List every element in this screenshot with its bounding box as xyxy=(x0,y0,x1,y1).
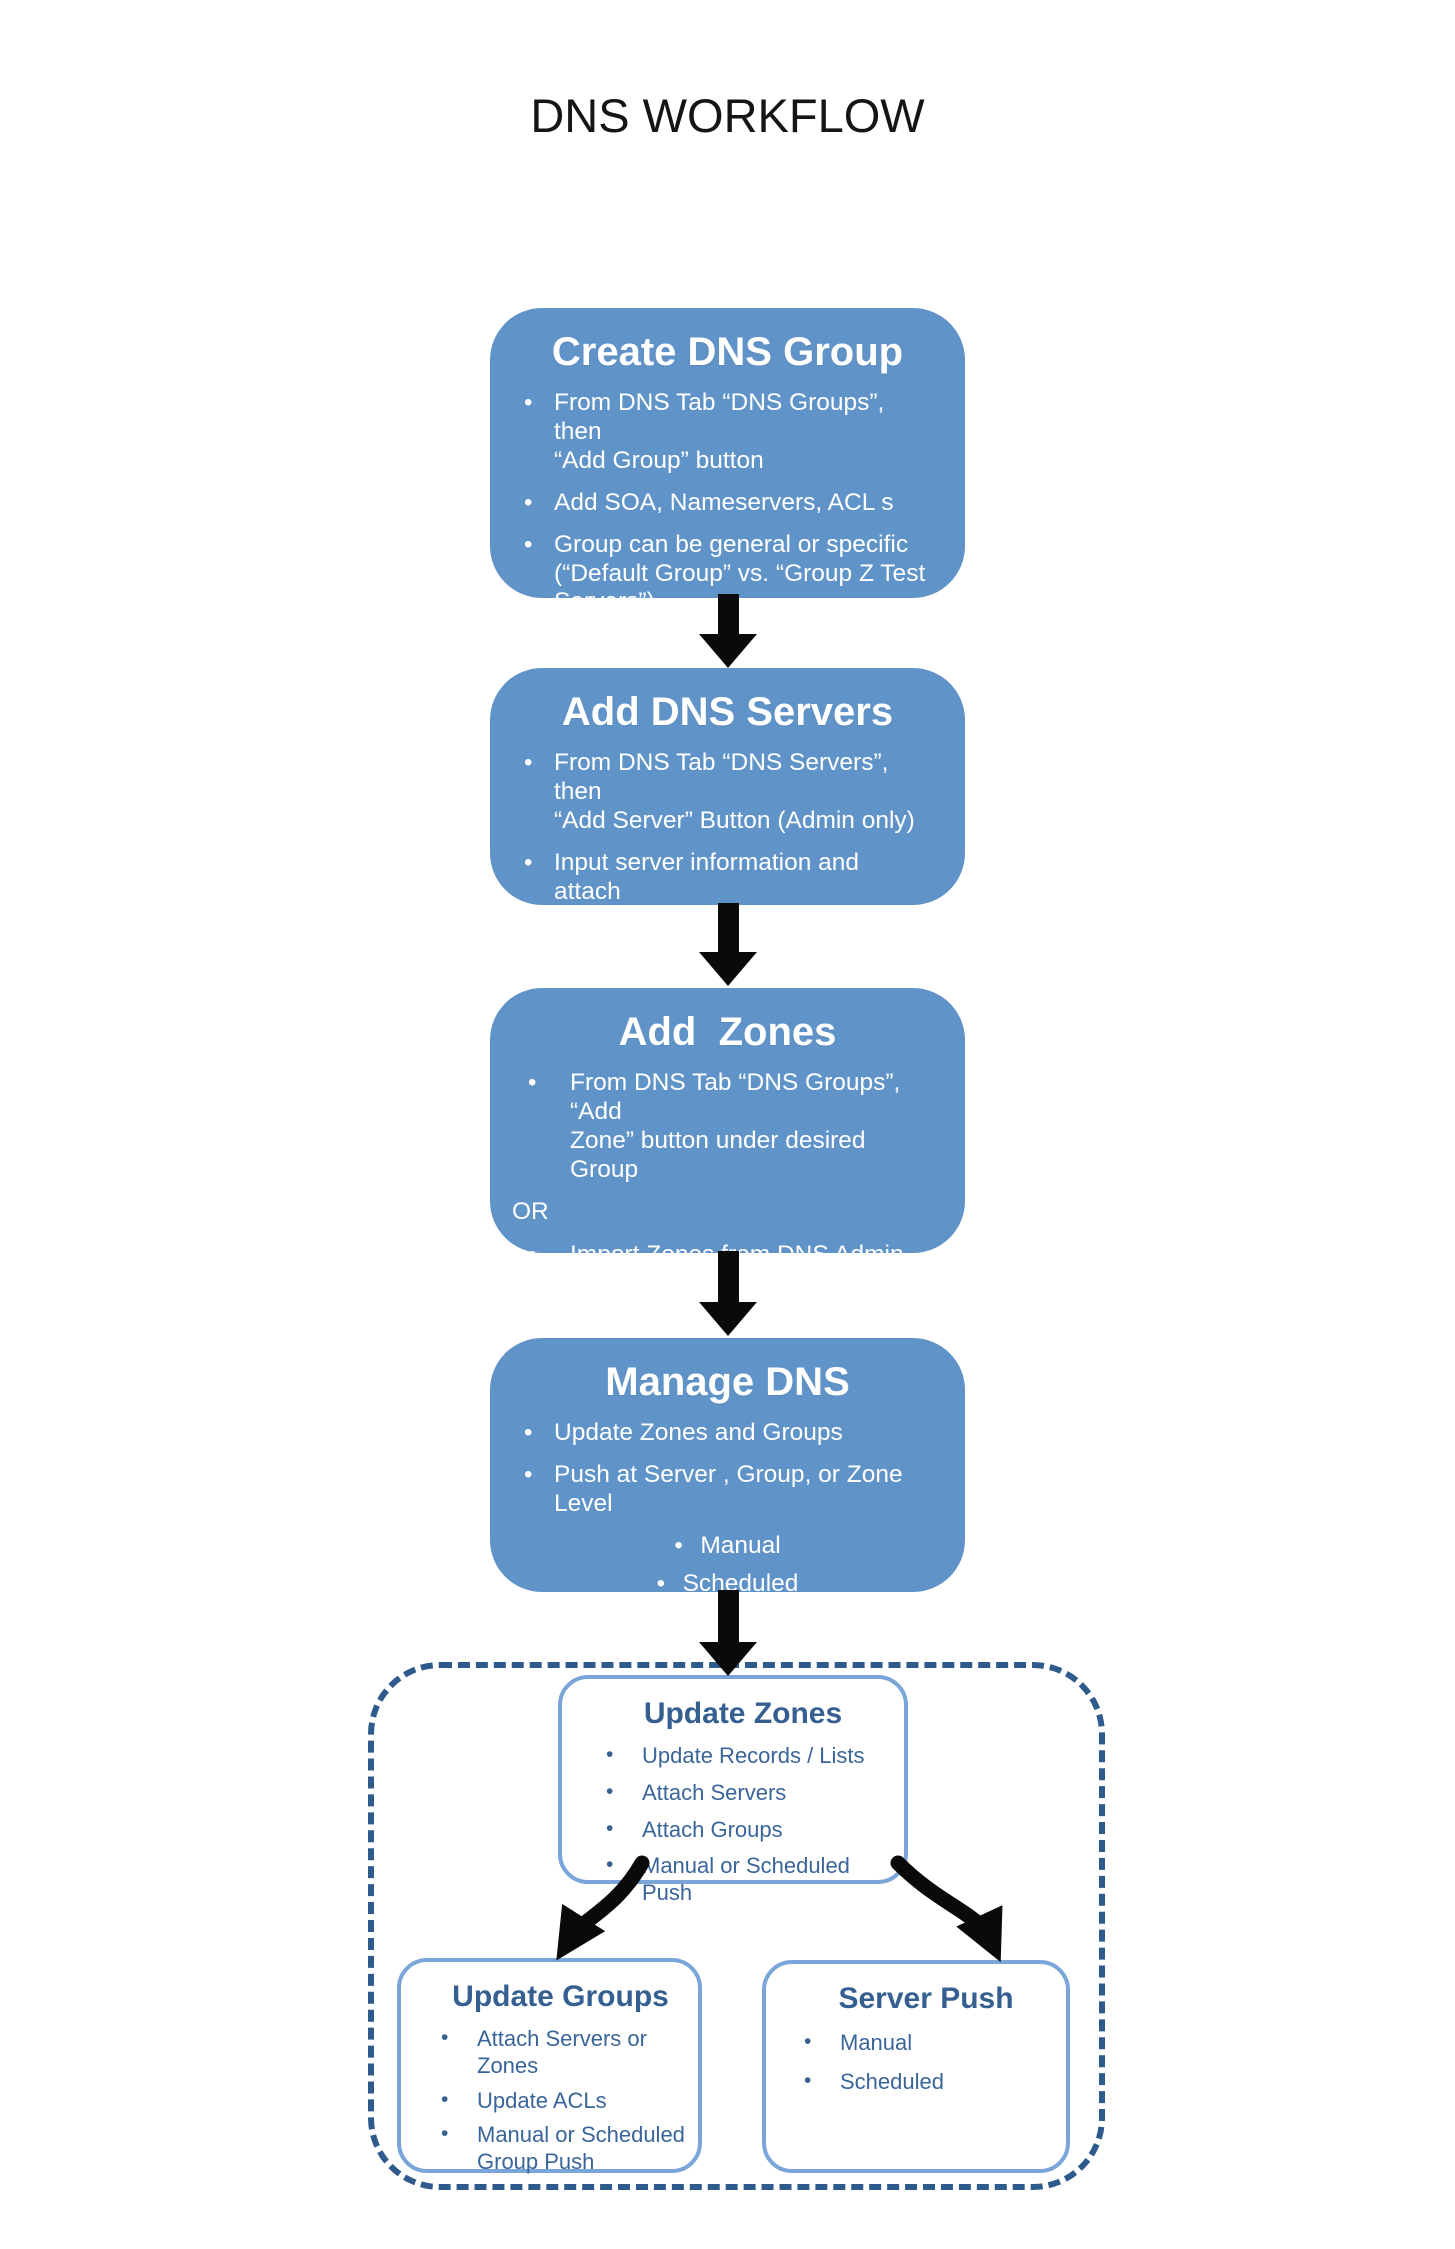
bullet-marker: • xyxy=(804,2068,812,2092)
bullet-marker: • xyxy=(606,1743,614,1766)
box-title: Add DNS Servers xyxy=(561,690,894,734)
bullet-marker: • xyxy=(524,1460,533,1488)
bullet-marker: • xyxy=(524,749,533,776)
bullet-item: • Attach Servers or Zones xyxy=(435,2026,686,2080)
bullet-marker: • xyxy=(606,1779,614,1803)
bullet-marker: • xyxy=(441,2122,449,2146)
bullet-text: Add SOA, Nameservers, ACL s xyxy=(554,488,894,516)
sub-box-title: Server Push xyxy=(838,1982,1014,2015)
sub-bullet-list: • Manual • Scheduled xyxy=(524,1532,931,1608)
bullet-marker: • xyxy=(656,1569,665,1597)
bullet-marker: • xyxy=(441,2087,449,2111)
bullet-marker: • xyxy=(606,1816,614,1840)
bullet-text: Manual or Scheduled Group Push xyxy=(477,2122,685,2175)
arrow-shaft xyxy=(717,903,739,952)
bullet-item: • Scheduled xyxy=(657,1570,799,1599)
bullet-marker: • xyxy=(804,2030,812,2053)
bullet-item: • Update Records / Lists xyxy=(600,1743,886,1770)
arrow-shaft xyxy=(717,594,739,634)
flow-box-create-dns-group: Create DNS Group • From DNS Tab “DNS Gro… xyxy=(490,308,965,615)
bullet-item: • Update ACLs xyxy=(435,2088,686,2115)
sub-box-title: Update Zones xyxy=(643,1697,843,1730)
bullet-item: • Manual or Scheduled Group Push xyxy=(435,2122,686,2176)
down-arrow-icon xyxy=(699,903,757,986)
box-title: Manage DNS xyxy=(605,1360,850,1404)
bullet-item: • Import Zones from DNS Admin -> Data Im… xyxy=(524,1241,931,1328)
sub-box-title: Update Groups xyxy=(452,1980,669,2013)
branch-arrows xyxy=(556,1855,1003,1963)
arrow-shaft xyxy=(717,1590,739,1642)
bullet-text: Group can be general or specific (“Defau… xyxy=(554,530,926,616)
down-arrow-icon xyxy=(699,594,757,668)
down-arrow-icon xyxy=(699,1251,757,1336)
bullet-item: • From DNS Tab “DNS Groups”, “Add Zone” … xyxy=(524,1069,931,1185)
bullet-text: Scheduled xyxy=(840,2068,944,2094)
bullet-item: • Attach Servers xyxy=(600,1780,886,1807)
box-title: Create DNS Group xyxy=(551,330,904,374)
arrow-head xyxy=(699,1642,757,1676)
box-title: Add Zones xyxy=(618,1010,837,1054)
bullet-text: Scheduled xyxy=(682,1569,799,1597)
bullet-item: • Attach Groups xyxy=(600,1817,886,1844)
bullet-item: • Update Zones and Groups xyxy=(524,1419,931,1448)
bullet-marker: • xyxy=(524,530,533,558)
bullet-item: • Group can be general or specific (“Def… xyxy=(524,531,931,618)
arrow-head xyxy=(699,1302,757,1336)
arrow-head xyxy=(699,634,757,668)
bullet-text: From DNS Tab “DNS Groups”, “Add Zone” bu… xyxy=(570,1069,901,1183)
sub-box-update-zones: Update Zones • Update Records / Lists • … xyxy=(558,1675,908,1905)
or-label: OR xyxy=(512,1197,549,1225)
bullet-marker: • xyxy=(528,1240,537,1268)
sub-box-server-push: Server Push • Manual • Scheduled xyxy=(762,1960,1070,2173)
bullet-text: Update ACLs xyxy=(477,2087,607,2113)
sub-box-update-groups: Update Groups • Attach Servers or Zones … xyxy=(397,1958,702,2176)
bullet-marker: • xyxy=(528,1069,537,1096)
bullet-text: Manual xyxy=(700,1531,781,1559)
curved-arrow-left xyxy=(556,1855,650,1961)
flow-box-add-dns-servers: Add DNS Servers • From DNS Tab “DNS Serv… xyxy=(490,668,965,934)
bullet-marker: • xyxy=(524,389,533,416)
arrow-head xyxy=(699,952,757,986)
bullet-marker: • xyxy=(524,488,533,516)
bullet-marker: • xyxy=(524,848,533,876)
bullet-marker: • xyxy=(674,1531,683,1559)
bullet-marker: • xyxy=(441,2026,449,2049)
bullet-marker: • xyxy=(524,1419,533,1446)
bullet-text: Attach Groups xyxy=(642,1816,783,1842)
bullet-text: From DNS Tab “DNS Groups”, then “Add Gro… xyxy=(554,389,885,474)
bullet-text: Manual xyxy=(840,2030,913,2055)
flow-box-manage-dns: Manage DNS • Update Zones and Groups • P… xyxy=(490,1338,965,1597)
flow-box-add-zones: Add Zones • From DNS Tab “DNS Groups”, “… xyxy=(490,988,965,1325)
bullet-item: • Add SOA, Nameservers, ACL s xyxy=(524,489,931,518)
arrow-shaft xyxy=(717,1251,739,1302)
bullet-text: Push at Server , Group, or Zone Level xyxy=(554,1460,903,1517)
bullet-text: Update Zones and Groups xyxy=(554,1419,843,1446)
bullet-item: • Manual or Scheduled Push xyxy=(600,1853,886,1907)
bullet-text: From DNS Tab “DNS Servers”, then “Add Se… xyxy=(554,749,915,834)
bullet-item: • Input server information and attach to… xyxy=(524,849,931,936)
bullet-text: Attach Servers xyxy=(642,1779,787,1805)
bullet-item: • Push at Server , Group, or Zone Level xyxy=(524,1461,931,1519)
bullet-item: • Manual xyxy=(798,2030,1054,2057)
bullet-marker: • xyxy=(606,1853,614,1877)
bullet-text: Manual or Scheduled Push xyxy=(642,1853,850,1906)
bullet-text: Input server information and attach to G… xyxy=(554,848,860,934)
down-arrow-icon xyxy=(699,1590,757,1676)
bullet-item: • From DNS Tab “DNS Servers”, then “Add … xyxy=(524,749,931,836)
curved-arrow-right xyxy=(890,1855,1003,1963)
bullet-text: Import Zones from DNS Admin -> Data Impo… xyxy=(570,1240,919,1326)
bullet-text: Attach Servers or Zones xyxy=(477,2026,647,2078)
bullet-item: • Manual xyxy=(674,1532,780,1561)
page-title: DNS WORKFLOW xyxy=(530,89,925,142)
bullet-item: • Scheduled xyxy=(798,2069,1054,2096)
bullet-text: Update Records / Lists xyxy=(642,1743,865,1768)
bullet-item: • From DNS Tab “DNS Groups”, then “Add G… xyxy=(524,389,931,476)
